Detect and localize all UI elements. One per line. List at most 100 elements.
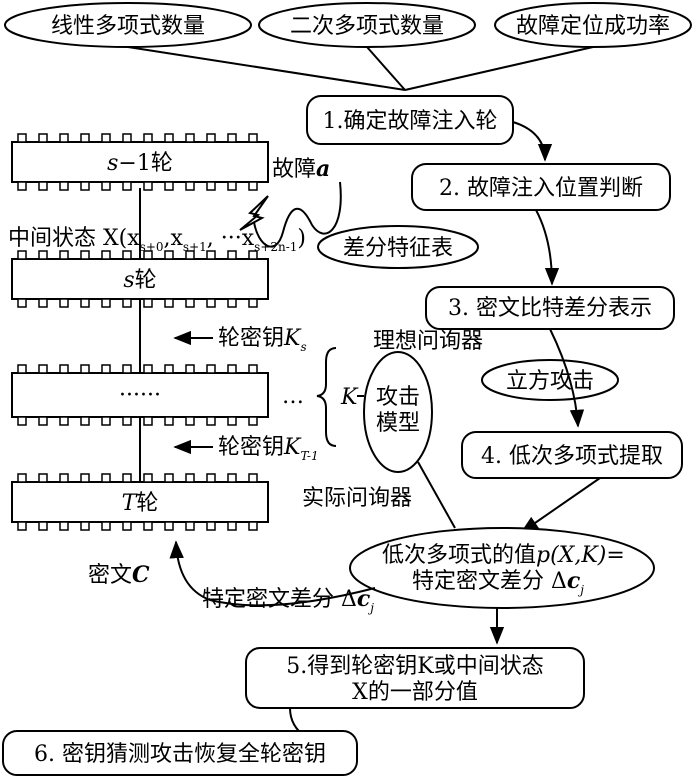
round-pin (38, 521, 48, 531)
round-pin (185, 250, 195, 260)
oval-quadratic-poly-count: 二次多项式数量 (258, 2, 476, 48)
fault-text: 故障 (272, 157, 316, 182)
oval-poly-value (349, 527, 655, 609)
round-pin (101, 416, 111, 426)
cipher-rounds: s−1轮 s轮 ······ T轮 (11, 133, 269, 531)
round-pin (101, 250, 111, 260)
round-pin (101, 298, 111, 308)
round-pin (206, 181, 216, 191)
round-pin (38, 181, 48, 191)
round-pin (227, 416, 237, 426)
fault-label: 故障a (272, 156, 330, 182)
round-T-box (11, 481, 269, 523)
round-pin (227, 473, 237, 483)
arrow-step4-polyvalue (520, 477, 601, 534)
round-pin (101, 181, 111, 191)
middle-state-close: ) (297, 226, 306, 251)
specific-diff-label: 特定密文差分 Δcj (202, 586, 374, 615)
round-pin (185, 133, 195, 143)
round-pin (122, 133, 132, 143)
oval-linear-poly-count: 线性多项式数量 (4, 2, 252, 48)
round-pin (59, 521, 69, 531)
round-ellipsis-box (11, 372, 269, 418)
round-pin (164, 473, 174, 483)
specific-diff-j: j (367, 601, 374, 615)
round-pin (227, 298, 237, 308)
round-pin (164, 298, 174, 308)
round-pin (80, 133, 90, 143)
round-pin (80, 473, 90, 483)
round-pin (17, 364, 27, 374)
round-pin (227, 364, 237, 374)
round-ellipsis: ······ (11, 372, 269, 418)
step-2-label: 2. 故障注入位置判断 (439, 176, 643, 201)
round-s-minus-1-label: s−1轮 (107, 151, 173, 176)
round-key-s-K: K (283, 326, 302, 351)
round-pin (17, 473, 27, 483)
round-pin (185, 416, 195, 426)
round-pin (143, 521, 153, 531)
oval-cube-attack (481, 359, 619, 401)
attack-model-label-2: 模型 (376, 411, 420, 436)
round-pin (248, 416, 258, 426)
ciphertext-C: C (132, 562, 150, 588)
poly-value-j: j (577, 583, 584, 597)
round-pin (101, 473, 111, 483)
quadratic-poly-count-label: 二次多项式数量 (290, 14, 444, 39)
middle-state-comma-1: ,x (164, 226, 184, 251)
fault-a: a (316, 156, 330, 182)
round-pin (185, 473, 195, 483)
round-pin (122, 298, 132, 308)
round-pin (164, 133, 174, 143)
round-pin (38, 133, 48, 143)
fault-success-rate-label: 故障定位成功率 (516, 14, 670, 39)
middle-state-comma-2: , ···x (207, 226, 255, 251)
round-s-minus-1-rest: −1轮 (118, 151, 172, 176)
oval-diff-table (317, 225, 479, 269)
round-pin (59, 298, 69, 308)
middle-state-sub-0: s+0 (140, 240, 164, 254)
round-pin (122, 473, 132, 483)
round-pin (185, 181, 195, 191)
round-pin (248, 473, 258, 483)
round-key-T-label: 轮密钥KT-1 (218, 435, 319, 463)
round-pin (59, 473, 69, 483)
step-4-box (461, 431, 683, 479)
step-3-label: 3. 密文比特差分表示 (448, 296, 652, 321)
round-pin (80, 298, 90, 308)
round-s-s: s (123, 268, 134, 293)
round-key-s-prefix: 轮密钥 (218, 326, 284, 351)
connector-linear (127, 46, 406, 91)
round-pin (227, 133, 237, 143)
round-pin (38, 416, 48, 426)
specific-diff-text: 特定密文差分 Δ (202, 587, 357, 612)
round-s-label: s轮 (123, 268, 156, 293)
round-pin (17, 521, 27, 531)
round-pin (80, 181, 90, 191)
round-pin (206, 416, 216, 426)
arrow-step3-step4 (549, 328, 585, 428)
round-s-rest: 轮 (135, 268, 157, 293)
specific-diff-c: c (357, 586, 371, 612)
round-s-minus-1-box (11, 141, 269, 183)
round-pin (248, 181, 258, 191)
round-pin (80, 364, 90, 374)
round-pin (122, 250, 132, 260)
step-6-box (2, 730, 358, 776)
round-pin (248, 250, 258, 260)
round-key-T-sub: T-1 (300, 449, 318, 463)
fault-wave (253, 181, 342, 248)
round-pin (17, 298, 27, 308)
round-pin (80, 250, 90, 260)
lightning-bolt-icon (239, 195, 269, 231)
round-pin (248, 521, 258, 531)
step-6-label: 6. 密钥猜测攻击恢复全轮密钥 (34, 742, 326, 767)
round-pin (206, 473, 216, 483)
connector-success (404, 46, 594, 91)
round-pin (143, 416, 153, 426)
actual-oracle-label: 实际问询器 (302, 486, 412, 511)
arrow-step1-step2 (512, 121, 553, 162)
round-s-minus-1-s: s (107, 151, 118, 176)
round-pin (185, 521, 195, 531)
step-5-label-2: X的一部分值 (352, 680, 478, 705)
